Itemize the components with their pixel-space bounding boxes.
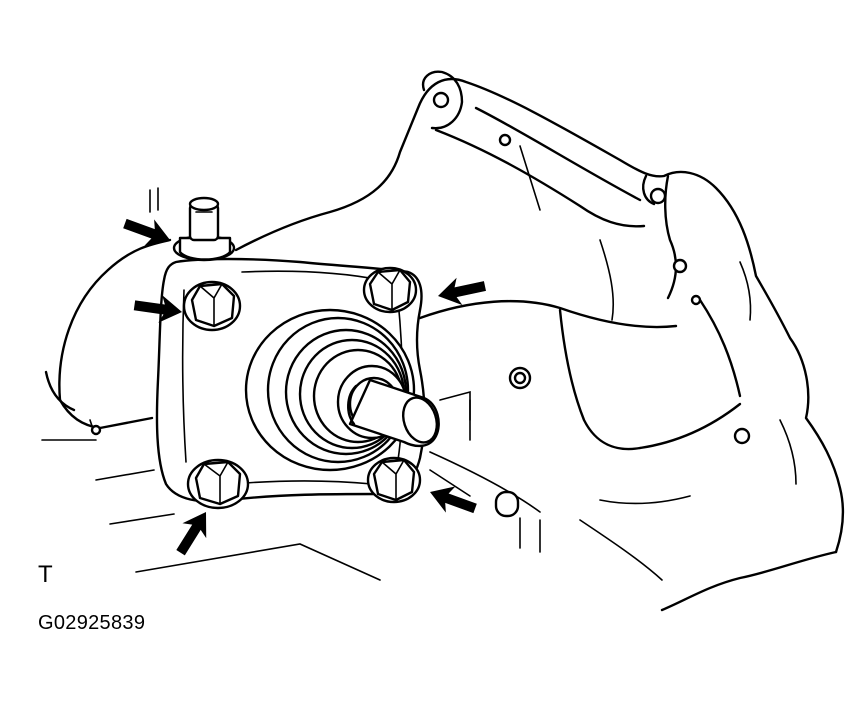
callout-arrow-breather	[123, 218, 170, 246]
arrow-icon	[430, 486, 477, 514]
flange-bolt-upper-left	[182, 280, 242, 332]
breather-plug	[172, 196, 236, 262]
locating-pin	[494, 490, 520, 518]
output-shaft	[347, 378, 440, 448]
callout-arrow-bolt-lower-right	[430, 486, 477, 514]
case-bolt-holes	[90, 91, 751, 445]
flange-bolt-upper-right	[362, 266, 418, 314]
arrow-icon	[123, 218, 170, 246]
arrow-icon	[438, 277, 486, 306]
callout-arrow-bolt-lower-left	[176, 512, 207, 556]
arrow-icon	[133, 295, 182, 323]
callout-arrow-bolt-upper-left	[133, 295, 182, 323]
flange-bolt-lower-left	[186, 458, 250, 510]
arrow-icon	[176, 512, 207, 556]
flange-bolt-lower-right	[366, 456, 422, 504]
view-label: T	[38, 561, 53, 588]
figure-code: G02925839	[38, 612, 146, 634]
callout-arrow-bolt-upper-right	[438, 277, 486, 306]
